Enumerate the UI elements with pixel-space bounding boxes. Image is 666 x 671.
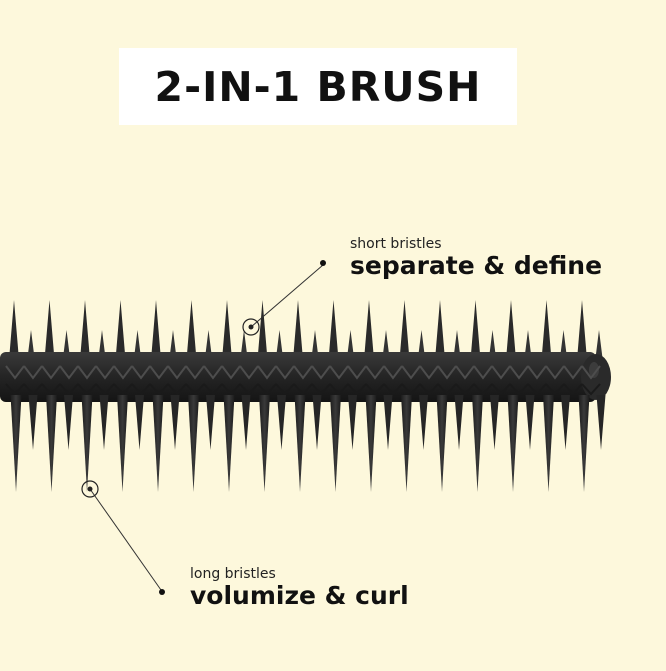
bristle — [312, 395, 322, 450]
bristle — [115, 300, 126, 360]
bristle — [9, 300, 19, 360]
bristle — [117, 395, 128, 492]
bristle — [80, 300, 90, 360]
page-title: 2-IN-1 BRUSH — [154, 62, 482, 111]
bristle — [490, 395, 499, 450]
bristle — [152, 395, 164, 492]
bristle — [383, 395, 393, 450]
bristle — [28, 395, 38, 450]
bristle — [399, 300, 410, 360]
bristle — [277, 395, 286, 450]
short-bristles-caption: short bristles — [350, 236, 442, 252]
short-bristles-callout: short bristles separate & define — [350, 236, 602, 280]
bristle — [472, 395, 483, 492]
bristle — [241, 395, 251, 450]
short-bristles-pointer — [242, 260, 326, 336]
bristle — [365, 395, 377, 492]
bristle — [419, 395, 428, 450]
bristle — [348, 395, 357, 450]
bristle — [506, 300, 516, 360]
bristle — [578, 395, 590, 492]
long-bristles-headline: volumize & curl — [190, 581, 409, 610]
bristle — [170, 395, 180, 450]
bristle — [328, 300, 339, 360]
long-bristles-caption: long bristles — [190, 566, 276, 582]
bristle — [596, 395, 606, 450]
bristle — [44, 300, 55, 360]
bristle — [188, 395, 199, 492]
bristle — [223, 395, 235, 492]
bristle — [64, 395, 73, 450]
brush-core — [0, 352, 611, 402]
bristle — [470, 300, 481, 360]
bristle — [206, 395, 215, 450]
bristle — [454, 395, 464, 450]
bristle — [525, 395, 535, 450]
long-bristles-pointer — [81, 480, 165, 595]
bristle — [543, 395, 554, 492]
bristle — [81, 395, 93, 492]
bristle — [435, 300, 445, 360]
bristle — [541, 300, 552, 360]
bristle — [561, 395, 570, 450]
short-bristles-headline: separate & define — [350, 251, 603, 280]
bristle — [436, 395, 448, 492]
bristle — [151, 300, 161, 360]
bristle — [507, 395, 519, 492]
bristle — [577, 300, 587, 360]
bristle — [222, 300, 232, 360]
bristle — [135, 395, 144, 450]
bristle — [10, 395, 22, 492]
bristle — [595, 330, 603, 362]
title-banner: 2-IN-1 BRUSH — [119, 48, 517, 125]
bristle — [99, 395, 109, 450]
long-bristles-callout: long bristles volumize & curl — [190, 566, 409, 610]
bristle — [330, 395, 341, 492]
bristle — [186, 300, 197, 360]
bristle — [364, 300, 374, 360]
bristle — [259, 395, 270, 492]
brush-core-texture — [5, 365, 601, 396]
bristle — [401, 395, 412, 492]
bristle — [257, 300, 268, 360]
bristle — [46, 395, 57, 492]
long-bristles — [10, 395, 606, 492]
bristle — [294, 395, 306, 492]
bristle — [293, 300, 303, 360]
